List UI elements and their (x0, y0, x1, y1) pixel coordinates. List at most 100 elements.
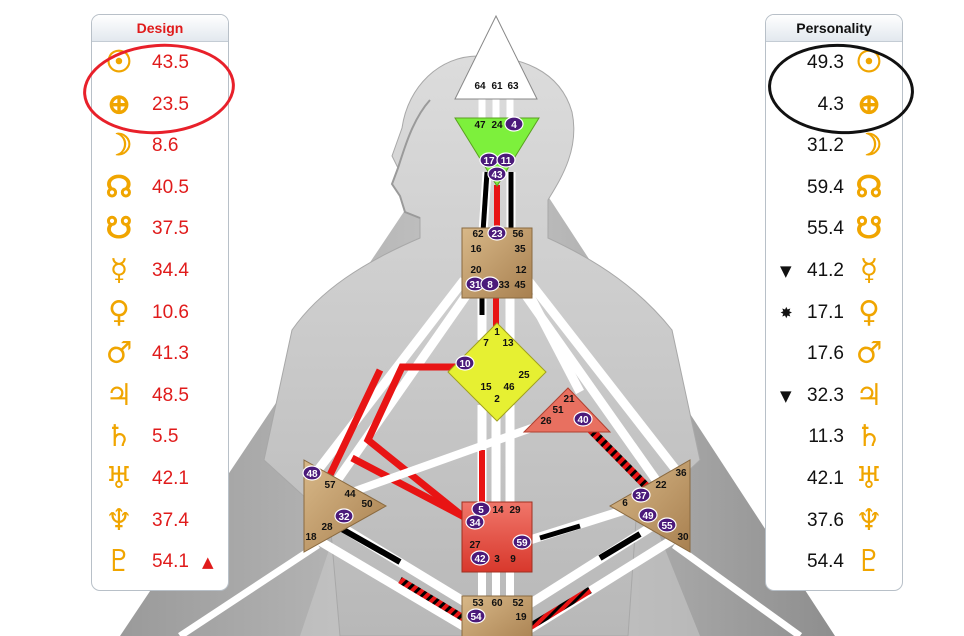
south-node-icon: ☋ (105, 211, 133, 247)
root-gate-52: 52 (512, 598, 524, 609)
spleen-gate-48: 48 (306, 469, 318, 480)
design-gate-value: 23.5 (152, 93, 189, 115)
heart-gate-40: 40 (577, 415, 589, 426)
sacral-gate-27: 27 (469, 540, 481, 551)
earth-icon: ⊕ (856, 86, 882, 122)
neptune-icon: ♆ (855, 502, 883, 538)
solar_plexus-gate-55: 55 (661, 521, 673, 532)
venus-icon: ♀ (858, 294, 880, 330)
design-gate-value: 40.5 (152, 176, 189, 198)
spleen-center (303, 459, 388, 553)
active-gate-marker (638, 507, 658, 523)
personality-row: ♂17.6 (766, 334, 902, 374)
saturn-icon: ♄ (855, 419, 883, 455)
active-gate-marker (480, 276, 500, 292)
earth-icon: ⊕ (106, 86, 132, 122)
design-row: ☋37.5 (92, 209, 228, 249)
south-node-icon: ☋ (855, 211, 883, 247)
design-gate-value: 43.5 (152, 52, 189, 73)
personality-gate-value: 59.4 (807, 176, 844, 198)
throat-gate-12: 12 (515, 265, 527, 276)
throat-gate-8: 8 (487, 280, 493, 291)
spleen-gate-44: 44 (344, 489, 356, 500)
personality-row: ☉ 49.3 (766, 43, 902, 83)
moon-icon: ☽ (855, 128, 883, 164)
spleen-gate-28: 28 (321, 522, 333, 533)
active-gate-marker (657, 517, 677, 533)
personality-gate-value: 17.1 (807, 301, 844, 323)
personality-row: ☋ 55.4 (766, 209, 902, 249)
design-gate-value: 37.4 (152, 509, 189, 531)
ajna-gate-4: 4 (511, 120, 517, 131)
design-row: ♇54.1▲ (92, 542, 228, 582)
personality-gate-value: 4.3 (817, 93, 844, 115)
design-row: ♂41.3 (92, 334, 228, 374)
design-panel: Design ☉43.5⊕23.5☽8.6☊40.5☋37.5☿34.4♀10.… (91, 14, 229, 591)
personality-row: ♃32.3▼ (766, 376, 902, 416)
active-gate-marker (470, 550, 490, 566)
spleen-gate-50: 50 (361, 499, 373, 510)
ajna-gate-43: 43 (491, 170, 503, 181)
design-row: ♅42.1 (92, 459, 228, 499)
design-gate-value: 48.5 (152, 384, 189, 406)
venus-icon: ♀ (108, 294, 130, 330)
design-row: ♆ 37.4 (92, 501, 228, 541)
root-gate-60: 60 (491, 598, 503, 609)
active-gate-marker (487, 225, 507, 241)
personality-row: ♇ 54.4 (766, 542, 902, 582)
ajna-gate-24: 24 (491, 120, 503, 131)
throat-gate-56: 56 (512, 229, 524, 240)
design-row: ⊕ 23.5 (92, 85, 228, 125)
sacral-gate-59: 59 (516, 538, 528, 549)
spleen-gate-18: 18 (305, 532, 317, 543)
ajna-gate-47: 47 (474, 120, 486, 131)
spleen-gate-57: 57 (324, 480, 336, 491)
design-gate-value: 34.4 (152, 260, 189, 281)
personality-gate-value: 31.2 (807, 135, 844, 157)
solar_plexus-gate-49: 49 (642, 511, 654, 522)
throat-gate-31: 31 (469, 280, 481, 291)
throat-gate-35: 35 (514, 244, 526, 255)
fixing-mark: ✸ (780, 303, 793, 322)
active-gate-marker (471, 501, 491, 517)
g-gate-13: 13 (502, 338, 514, 349)
uranus-icon: ♅ (105, 461, 133, 496)
design-gate-value: 54.1 (152, 551, 189, 573)
pluto-icon: ♇ (855, 544, 883, 580)
pluto-icon: ♇ (105, 544, 133, 580)
personality-gate-value: 54.4 (807, 551, 844, 573)
north-node-icon: ☊ (855, 169, 883, 205)
sun-icon: ☉ (855, 45, 883, 80)
g-gate-7: 7 (483, 338, 489, 349)
sacral-gate-42: 42 (474, 554, 486, 565)
solar_plexus-gate-22: 22 (655, 480, 667, 491)
spleen-gate-32: 32 (338, 512, 350, 523)
throat-gate-45: 45 (514, 280, 526, 291)
personality-gate-value: 55.4 (807, 218, 844, 240)
g-gate-15: 15 (480, 382, 492, 393)
personality-gate-value: 41.2 (807, 260, 844, 281)
design-gate-value: 5.5 (152, 426, 179, 448)
design-gate-value: 41.3 (152, 343, 189, 365)
solar_plexus-gate-37: 37 (635, 491, 647, 502)
design-row: ♄5.5 (92, 417, 228, 457)
design-row: ♀10.6 (92, 293, 228, 333)
personality-gate-value: 49.3 (807, 52, 844, 73)
active-gate-marker (455, 355, 475, 371)
personality-row: ⊕ 4.3 (766, 85, 902, 125)
throat-gate-33: 33 (498, 280, 510, 291)
personality-gate-value: 37.6 (807, 509, 844, 531)
active-gate-marker (573, 411, 593, 427)
solar_plexus-gate-6: 6 (622, 498, 628, 509)
fixing-mark: ▼ (780, 386, 792, 405)
neptune-icon: ♆ (105, 502, 133, 538)
sacral-gate-5: 5 (478, 505, 484, 516)
throat-gate-16: 16 (470, 244, 482, 255)
g-gate-1: 1 (494, 327, 500, 338)
personality-gate-value: 32.3 (807, 384, 844, 406)
personality-row: ♆ 37.6 (766, 501, 902, 541)
root-gate-53: 53 (472, 598, 484, 609)
active-gate-marker (496, 152, 516, 168)
design-title: Design (92, 15, 228, 42)
head-gate-63: 63 (507, 81, 519, 92)
